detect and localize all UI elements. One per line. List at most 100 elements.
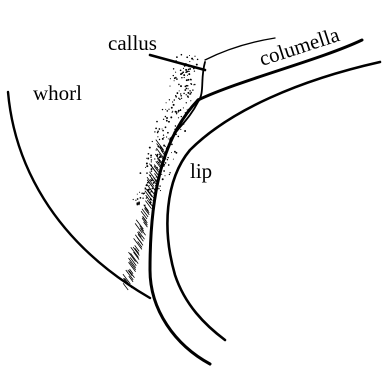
hair-stroke	[128, 270, 132, 276]
stipple-dot	[185, 71, 187, 73]
stipple-dot	[151, 170, 153, 172]
stipple-dot	[193, 59, 194, 60]
stipple-dot	[173, 104, 175, 106]
stipple-dot	[147, 158, 149, 160]
stipple-dot	[166, 120, 168, 122]
stipple-dot	[176, 113, 177, 114]
stipple-dot	[147, 182, 149, 184]
stipple-dot	[157, 130, 159, 132]
stipple-dot	[166, 147, 168, 149]
stipple-dot	[151, 159, 153, 161]
stipple-dot	[175, 125, 176, 126]
stipple-dot	[168, 121, 169, 122]
hair-stroke	[130, 262, 136, 270]
stipple-dot	[166, 102, 167, 103]
hair-stroke	[147, 177, 154, 186]
stipple-dot	[191, 58, 193, 60]
stipple-dot	[190, 83, 191, 84]
stipple-dot	[187, 96, 188, 97]
stipple-dot	[156, 186, 157, 187]
stipple-dot	[187, 109, 188, 110]
stipple-dot	[181, 98, 182, 99]
stipple-dot	[155, 128, 157, 130]
stipple-dot	[186, 56, 188, 58]
stipple-dot	[175, 72, 176, 73]
stipple-dot	[190, 79, 192, 81]
stipple-dot	[202, 80, 203, 81]
stipple-dot	[162, 128, 163, 129]
stipple-dot	[163, 165, 164, 166]
stipple-dot	[168, 143, 170, 145]
stipple-dot	[180, 85, 182, 87]
stipple-dot	[168, 164, 170, 166]
stipple-dot	[180, 69, 182, 71]
stipple-dot	[154, 195, 155, 196]
stipple-dot	[174, 129, 175, 130]
stipple-dot	[174, 80, 175, 81]
stipple-dot	[187, 75, 188, 76]
stipple-dot	[189, 90, 190, 91]
stipple-dot	[188, 65, 189, 66]
stipple-dot	[164, 175, 165, 176]
stipple-dot	[175, 134, 177, 136]
stipple-dot	[171, 107, 173, 109]
stipple-dot	[184, 89, 186, 91]
stipple-dot	[167, 132, 169, 134]
stipple-dot	[178, 110, 179, 111]
stipple-dot	[163, 135, 164, 136]
stipple-dot	[188, 73, 190, 75]
stipple-dot	[196, 64, 198, 66]
stipple-dot	[175, 60, 176, 61]
stipple-dot	[149, 185, 150, 186]
callus-label: callus	[108, 31, 157, 55]
stipple-dot	[149, 147, 151, 149]
stipple-dot	[194, 84, 196, 86]
stipple-dot	[152, 188, 153, 189]
stipple-dot	[133, 199, 134, 200]
stipple-dot	[188, 79, 190, 81]
stipple-dot	[142, 197, 143, 198]
stipple-dot	[156, 121, 158, 123]
stipple-dot	[165, 126, 167, 128]
stipple-dot	[173, 68, 174, 69]
stipple-dot	[171, 136, 173, 138]
stipple-dot	[171, 144, 173, 146]
stipple-dot	[140, 197, 142, 199]
stipple-dot	[185, 112, 186, 113]
stipple-dot	[162, 109, 163, 110]
stipple-dot	[161, 167, 163, 169]
callus-ridge	[170, 62, 205, 140]
stipple-dot	[170, 137, 172, 139]
stipple-dot	[183, 116, 184, 117]
stipple-dot	[189, 68, 191, 70]
stipple-dot	[178, 126, 180, 128]
stipple-dot	[168, 109, 169, 110]
stipple-dot	[188, 69, 190, 71]
stipple-dot	[152, 141, 153, 142]
stipple-dot	[180, 95, 182, 97]
stipple-dot	[154, 158, 155, 159]
stipple-dot	[137, 194, 138, 195]
stipple-dot	[159, 185, 160, 186]
whorl-label: whorl	[33, 81, 82, 105]
stipple-dot	[140, 172, 142, 174]
stipple-dot	[184, 77, 185, 78]
stipple-dot	[165, 162, 167, 164]
stipple-dot	[135, 200, 136, 201]
stipple-dot	[183, 93, 185, 95]
stipple-dot	[163, 164, 165, 166]
stipple-dot	[151, 168, 153, 170]
stipple-dot	[169, 99, 170, 100]
stipple-dot	[169, 174, 170, 175]
stipple-dot	[174, 151, 176, 153]
stipple-dot	[136, 202, 138, 204]
stipple-dot	[161, 174, 162, 175]
stipple-dot	[194, 70, 195, 71]
stipple-dot	[162, 138, 164, 140]
stipple-dot	[178, 84, 180, 86]
stipple-dot	[156, 185, 157, 186]
stipple-dot	[185, 120, 187, 122]
stipple-dot	[158, 188, 159, 189]
stipple-dot	[186, 79, 188, 81]
stipple-dot	[183, 74, 185, 76]
